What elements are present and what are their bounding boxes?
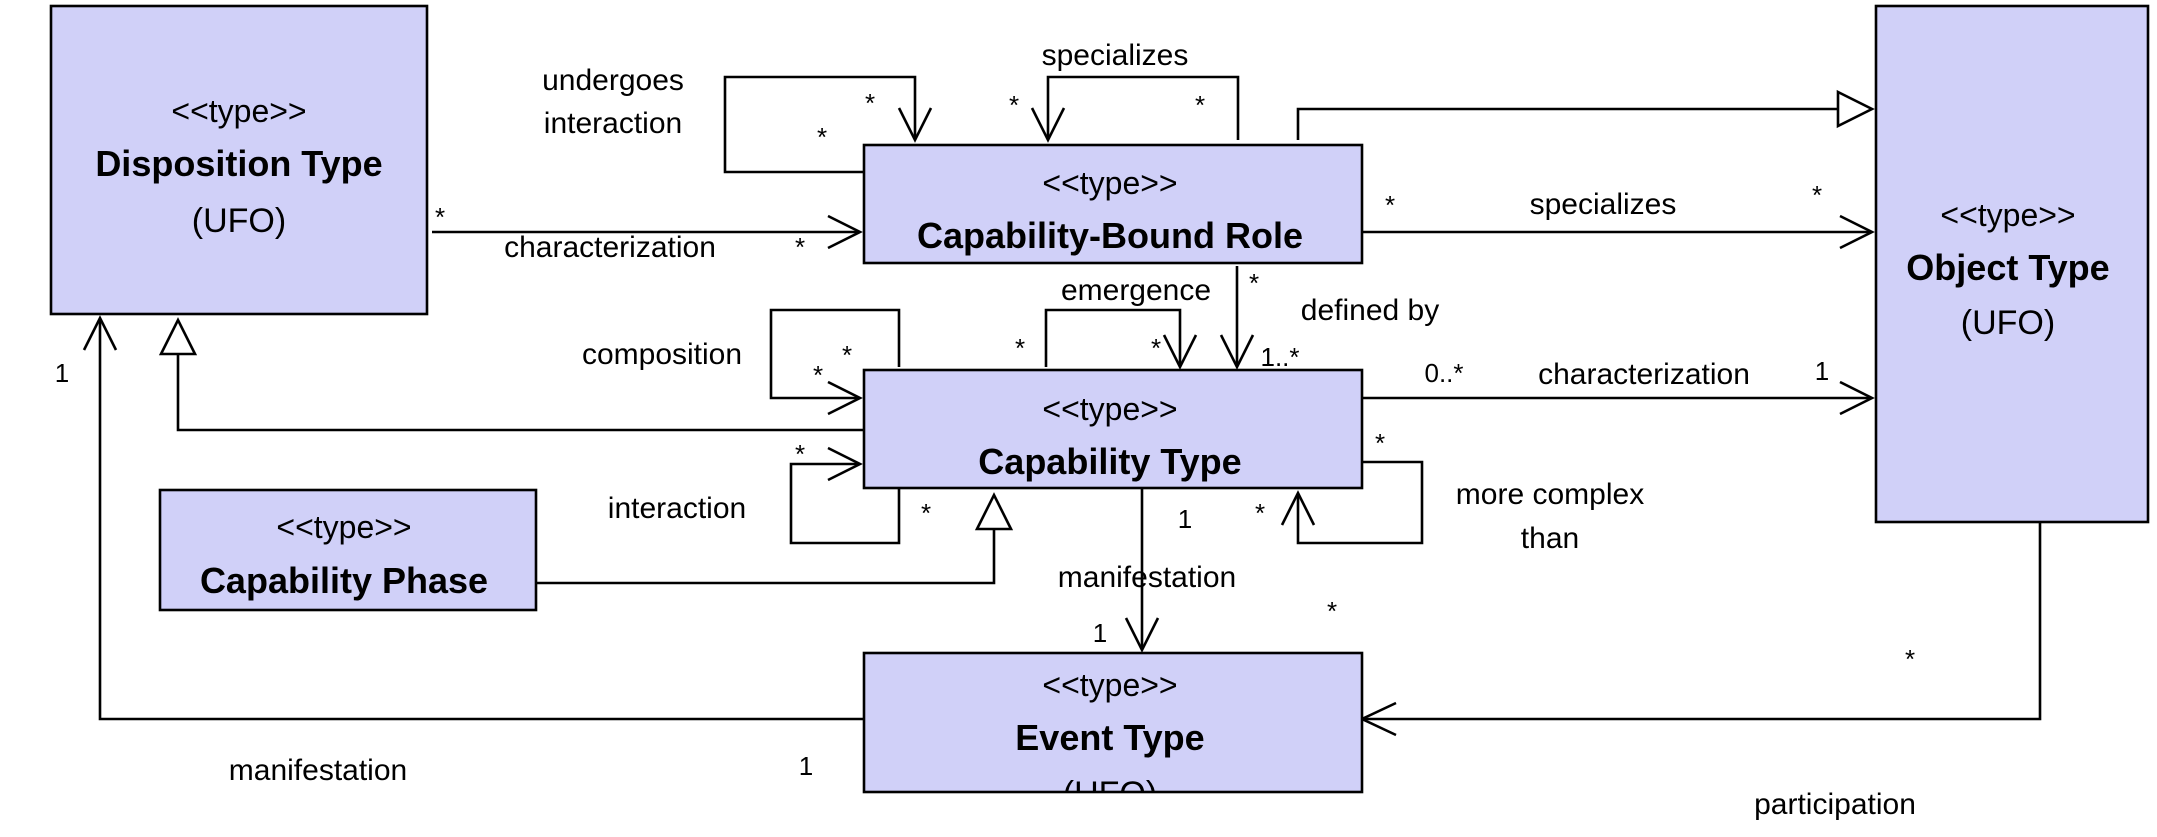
edge-role-specializes-self: [1030, 75, 1240, 143]
label-emergence: emergence: [1061, 274, 1211, 307]
class-name: Capability Phase: [200, 560, 488, 601]
class-name: Capability Type: [978, 441, 1241, 482]
edge-role-generalizes-object: [1296, 89, 1875, 140]
edge-composition: [769, 308, 901, 416]
label-defined-by: defined by: [1301, 294, 1439, 327]
label-composition: composition: [582, 338, 742, 371]
edge-cap-generalizes-disp: [158, 317, 864, 432]
edge-defined-by: [1219, 266, 1255, 370]
multiplicity: *: [1015, 333, 1025, 363]
multiplicity: *: [842, 340, 852, 370]
label-more-complex: more complex: [1456, 478, 1644, 511]
class-name: Capability-Bound Role: [917, 215, 1303, 256]
multiplicity: *: [1385, 190, 1395, 220]
class-capability-type: <<type>> Capability Type: [862, 368, 1364, 490]
edge-characterization-cap-object: [1362, 380, 1875, 416]
edge-manifestation-event-disp: [82, 315, 864, 721]
multiplicity: 1: [799, 751, 813, 781]
label-undergoes: undergoes: [542, 64, 684, 97]
edge-participation: [1358, 522, 2042, 737]
label-participation: participation: [1754, 788, 1916, 821]
stereotype-label: <<type>>: [1042, 165, 1177, 201]
label-manifestation: manifestation: [229, 754, 407, 787]
edge-undergoes-interaction: [723, 75, 933, 174]
edge-manifestation-cap-event: [1124, 489, 1160, 653]
edge-interaction: [789, 446, 901, 545]
label-characterization: characterization: [504, 231, 716, 264]
label-manifestation: manifestation: [1058, 561, 1236, 594]
multiplicity: 1: [1815, 356, 1829, 386]
class-event-type: <<type>> Event Type (UFO): [862, 651, 1364, 813]
multiplicity: 1: [55, 358, 69, 388]
multiplicity: *: [865, 88, 875, 118]
class-capability-bound-role: <<type>> Capability-Bound Role: [862, 143, 1364, 265]
stereotype-label: <<type>>: [1940, 197, 2075, 233]
stereotype-label: <<type>>: [276, 509, 411, 545]
class-capability-phase: <<type>> Capability Phase: [158, 488, 538, 612]
label-interaction-line: interaction: [544, 107, 682, 140]
class-name: Disposition Type: [95, 143, 382, 184]
multiplicity: *: [795, 232, 805, 262]
multiplicity: *: [1195, 90, 1205, 120]
multiplicity: *: [1327, 596, 1337, 626]
class-disposition-type: <<type>> Disposition Type (UFO): [49, 4, 429, 316]
multiplicity: *: [1255, 498, 1265, 528]
multiplicity: 1: [1178, 504, 1192, 534]
multiplicity: *: [795, 439, 805, 469]
class-source: (UFO): [192, 202, 286, 240]
edge-emergence: [1044, 308, 1198, 370]
multiplicity: *: [1905, 644, 1915, 674]
multiplicity: *: [435, 202, 445, 232]
multiplicity: *: [921, 498, 931, 528]
stereotype-label: <<type>>: [1042, 667, 1177, 703]
edge-characterization-disp-role: [432, 214, 863, 250]
multiplicity: *: [1151, 333, 1161, 363]
label-characterization: characterization: [1538, 358, 1750, 391]
class-source: (UFO): [1961, 304, 2055, 342]
edge-phase-generalizes-cap: [536, 492, 1014, 585]
label-specializes: specializes: [1530, 188, 1677, 221]
label-than: than: [1521, 522, 1579, 555]
stereotype-label: <<type>>: [1042, 391, 1177, 427]
class-object-type: <<type>> Object Type (UFO): [1874, 4, 2150, 524]
class-source: (UFO): [1063, 775, 1157, 813]
class-name: Object Type: [1906, 247, 2109, 288]
class-name: Event Type: [1015, 717, 1204, 758]
multiplicity: *: [1009, 90, 1019, 120]
multiplicity: *: [1375, 428, 1385, 458]
stereotype-label: <<type>>: [171, 93, 306, 129]
multiplicity: 1..*: [1260, 342, 1299, 372]
multiplicity: *: [1249, 268, 1259, 298]
multiplicity: 0..*: [1424, 358, 1463, 388]
multiplicity: *: [817, 122, 827, 152]
multiplicity: *: [813, 360, 823, 390]
label-specializes-self: specializes: [1042, 39, 1189, 72]
edge-more-complex-than: [1280, 460, 1424, 545]
multiplicity: *: [1812, 180, 1822, 210]
multiplicity: 1: [1093, 618, 1107, 648]
edge-role-specializes-object: [1362, 214, 1875, 250]
label-interaction: interaction: [608, 492, 746, 525]
